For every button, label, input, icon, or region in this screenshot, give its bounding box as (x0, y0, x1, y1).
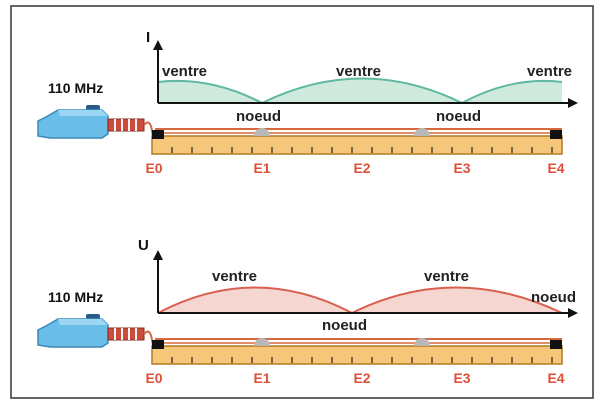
ventre-label-3: ventre (527, 63, 572, 80)
electrode-label-e1: E1 (253, 370, 270, 386)
ventre-label-1: ventre (162, 63, 207, 80)
current-wave-fill (158, 78, 562, 103)
noeud-label-1: noeud (322, 317, 367, 334)
ruler-icon (151, 128, 563, 155)
electrode-label-e2: E2 (353, 160, 370, 176)
ventre-label-2: ventre (336, 63, 381, 80)
generator-icon (37, 105, 109, 139)
ruler-icon (151, 338, 563, 365)
generator-frequency-label: 110 MHz (48, 80, 103, 96)
current-wave-curve (157, 77, 563, 105)
current-panel: I ventre ventre ventre noeud noeud 110 M… (37, 29, 578, 176)
noeud-label-1: noeud (236, 108, 281, 125)
generator-frequency-label: 110 MHz (48, 289, 103, 305)
ventre-label-1: ventre (212, 268, 257, 285)
voltage-wave-fill (158, 287, 562, 313)
current-axis-letter: I (146, 29, 150, 46)
electrode-label-e3: E3 (453, 160, 470, 176)
electrode-label-e0: E0 (145, 160, 162, 176)
electrode-label-e2: E2 (353, 370, 370, 386)
electrode-label-e3: E3 (453, 370, 470, 386)
electrode-label-e4: E4 (547, 370, 564, 386)
electrode-label-e0: E0 (145, 370, 162, 386)
ventre-label-2: ventre (424, 268, 469, 285)
coaxial-connector-icon (107, 118, 145, 132)
generator-icon (37, 314, 109, 348)
noeud-label-2: noeud (436, 108, 481, 125)
electrode-label-e1: E1 (253, 160, 270, 176)
voltage-panel: U ventre ventre noeud noeud 110 MHz (37, 237, 578, 386)
voltage-axis-letter: U (138, 237, 149, 254)
electrode-label-e4: E4 (547, 160, 564, 176)
noeud-label-2: noeud (531, 289, 576, 306)
coaxial-connector-icon (107, 327, 145, 341)
